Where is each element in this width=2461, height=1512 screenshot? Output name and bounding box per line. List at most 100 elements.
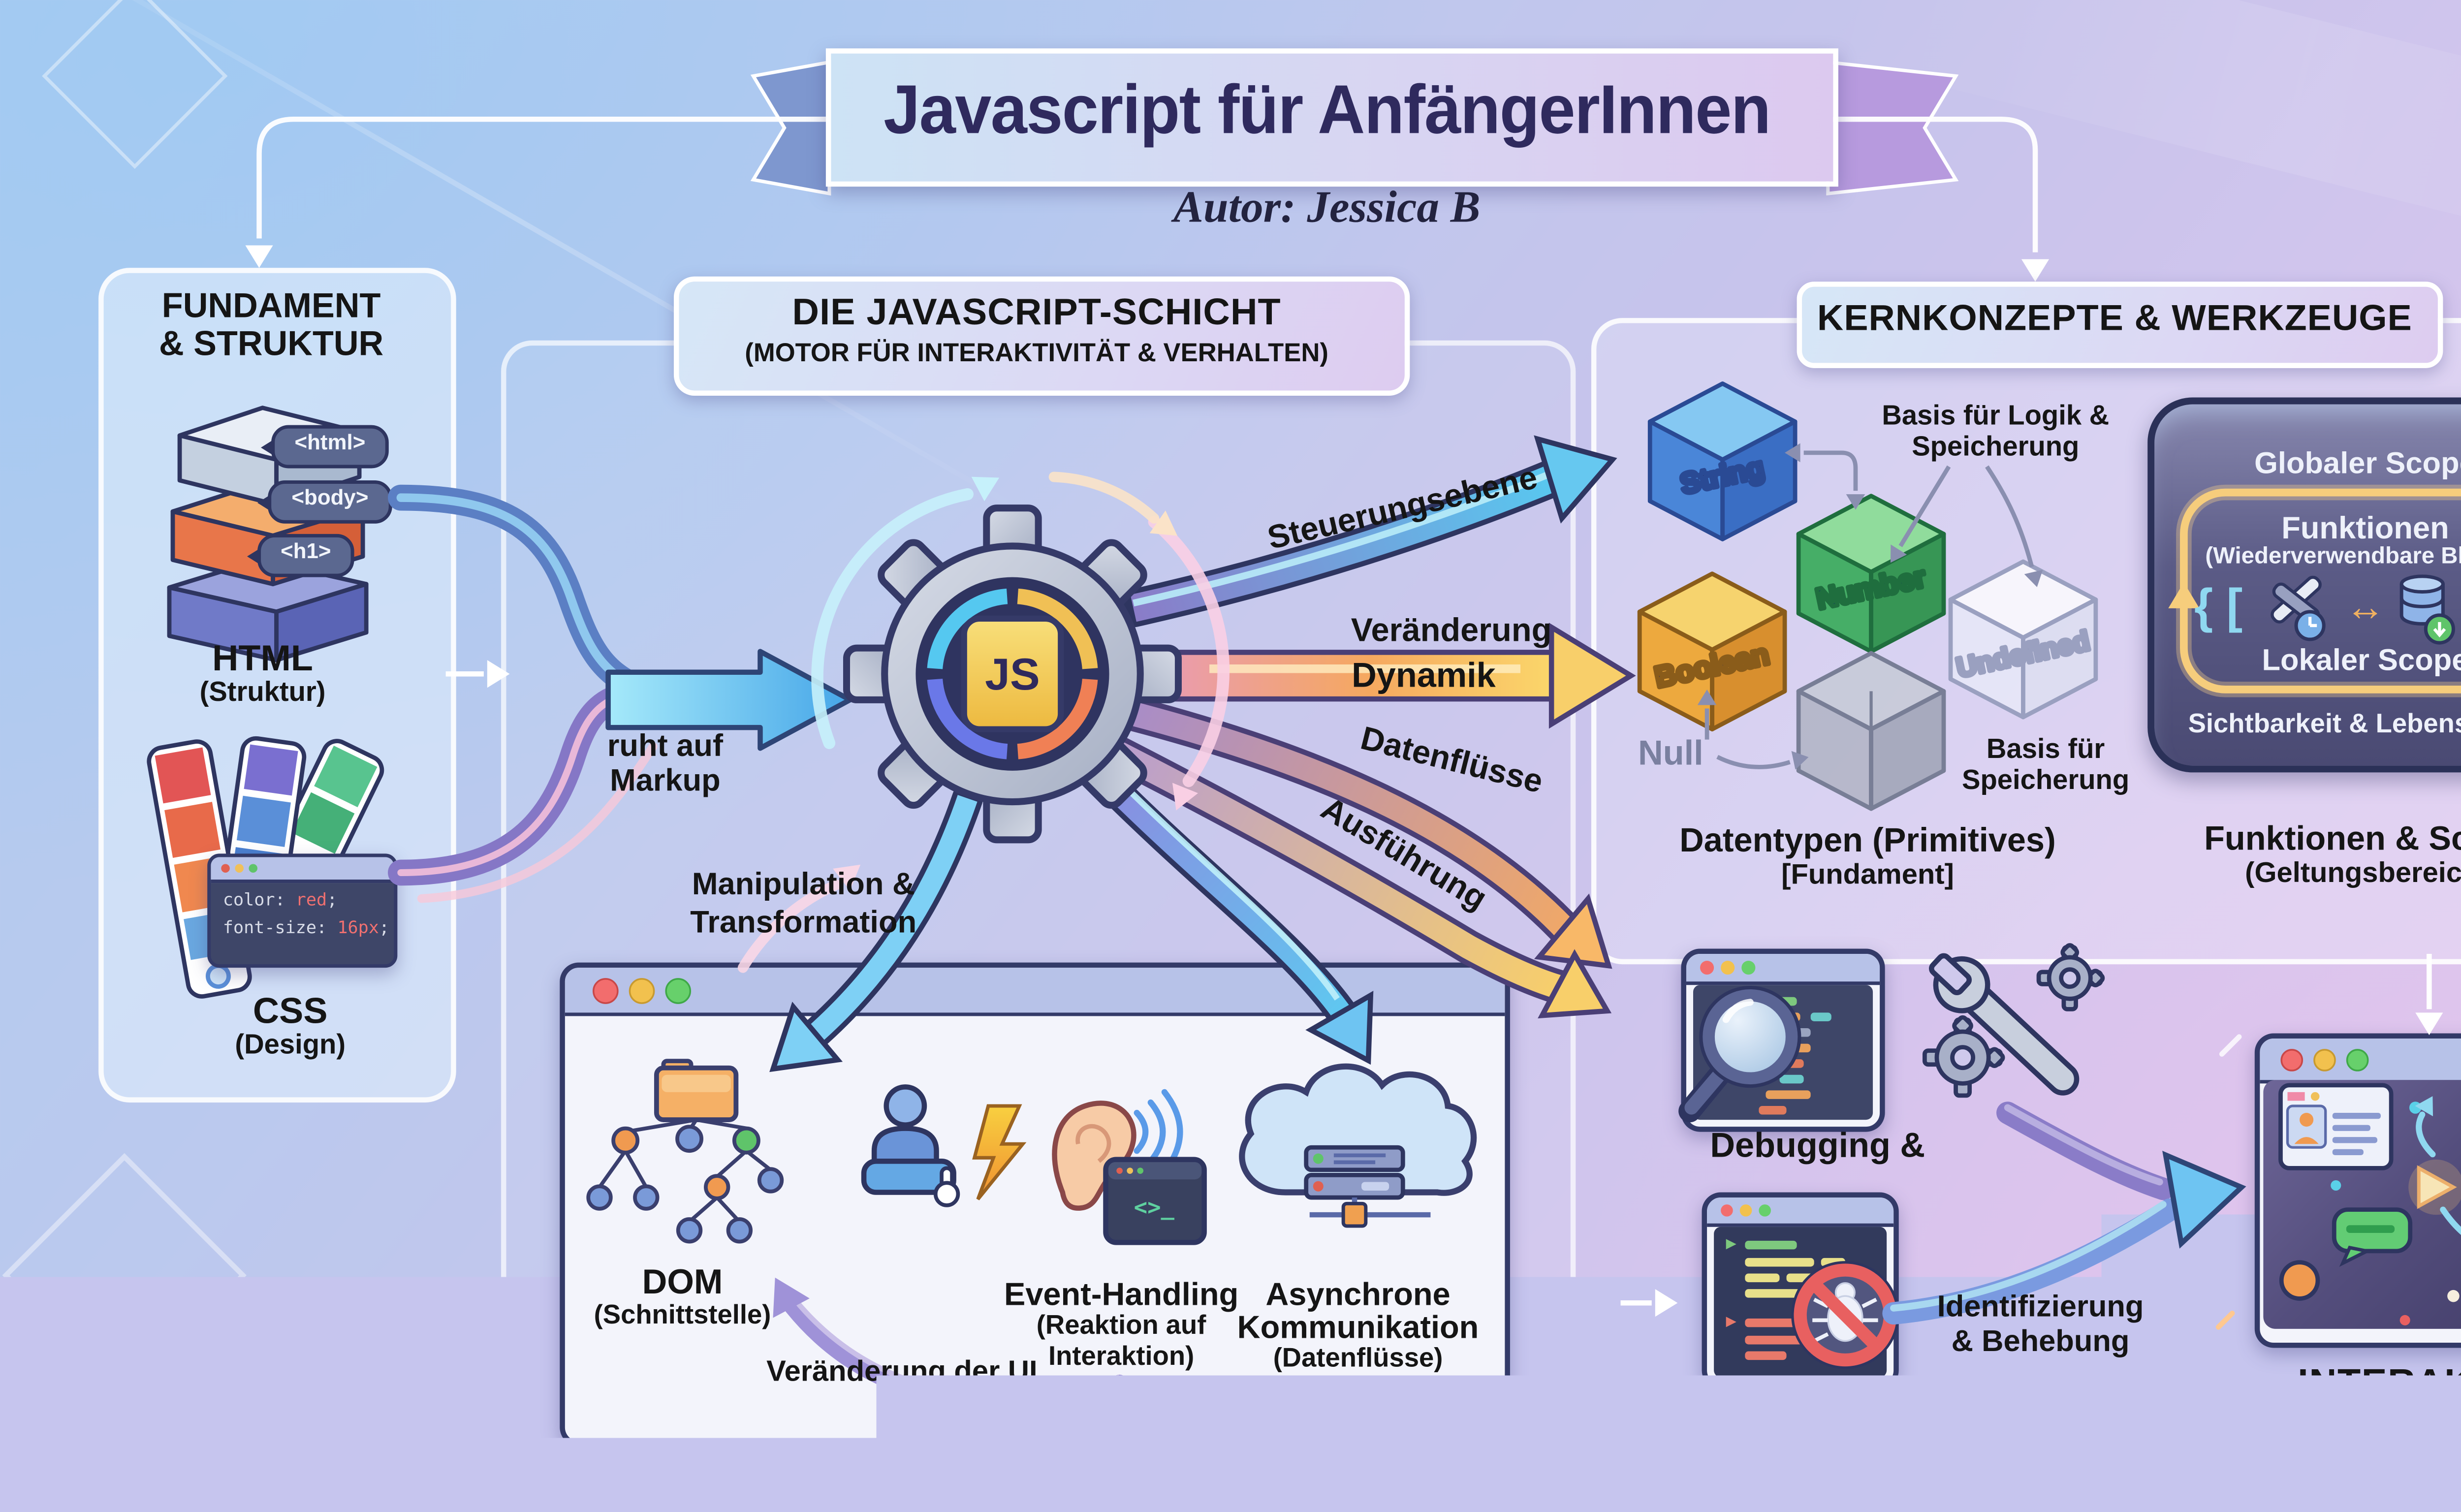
label-async-2: Kommunikation	[1237, 1310, 1479, 1344]
red-dot-icon	[2280, 1049, 2303, 1071]
css-sublabel: (Design)	[235, 1033, 346, 1062]
label-manipulation-1: Manipulation &	[692, 868, 915, 901]
label-manipulation-2: Transformation	[690, 907, 916, 939]
css-code-titlebar	[211, 857, 394, 883]
label-dom: DOM	[642, 1266, 723, 1302]
tag-h1: <h1>	[257, 534, 354, 577]
code-line	[1745, 1289, 1800, 1297]
note-logik-2: Speicherung	[1912, 435, 2079, 464]
result-titlebar	[2260, 1039, 2461, 1083]
code-line	[1780, 1075, 1804, 1083]
code-line	[1811, 1012, 1831, 1020]
label-event: Event-Handling	[1004, 1278, 1238, 1311]
note-logik-1: Basis für Logik &	[1882, 404, 2109, 433]
debug-window	[1681, 948, 1885, 1132]
code-line	[1745, 1352, 1786, 1359]
yellow-dot-icon	[235, 864, 244, 873]
green-dot-icon	[2346, 1049, 2369, 1071]
label-ruht-1: ruht auf	[607, 730, 723, 763]
js-layer-subtitle: (MOTOR FÜR INTERAKTIVITÄT & VERHALTEN)	[745, 341, 1328, 368]
code-line	[1762, 1028, 1810, 1036]
yellow-dot-icon	[1740, 1204, 1752, 1217]
debug-code-area	[1693, 985, 1873, 1120]
yellow-dot-icon	[2313, 1049, 2336, 1071]
code-line	[1745, 1274, 1779, 1282]
red-dot-icon	[593, 978, 619, 1004]
prompt-icon	[1726, 1317, 1736, 1327]
label-global-scope: Globaler Scope	[2254, 447, 2461, 479]
fundament-title-2: & STRUKTUR	[159, 327, 383, 364]
green-dot-icon	[1759, 1204, 1771, 1217]
fundament-title-1: FUNDAMENT	[162, 289, 381, 326]
label-entwicklertools-sub: (Fehlerbehebung & Analyse)	[1593, 1422, 1990, 1453]
braces-open: { [	[2194, 581, 2242, 632]
css-code: color: red; font-size: 16px;	[223, 888, 389, 944]
label-identifizierung-2: & Behebung	[1952, 1325, 2130, 1357]
green-dot-icon	[665, 978, 691, 1004]
devtools-window	[1702, 1193, 1899, 1389]
css-code-window: color: red; font-size: 16px;	[207, 853, 397, 968]
red-dot-icon	[221, 864, 230, 873]
tag-html: <html>	[271, 425, 389, 469]
page-title: Javascript für AnfängerInnen	[883, 74, 1770, 147]
code-line	[1759, 1106, 1786, 1114]
code-line	[1745, 1319, 1800, 1326]
label-null: Null	[1638, 737, 1704, 773]
label-funktionen-scope: Funktionen & Scope	[2204, 822, 2461, 857]
label-async-sub: (Datenflüsse)	[1273, 1346, 1443, 1374]
code-line	[1766, 1090, 1810, 1098]
label-ui-change: Veränderung der UI	[766, 1356, 1037, 1387]
kern-title: KERNKONZEPTE & WERKZEUGE	[1817, 301, 2412, 339]
yellow-dot-icon	[629, 978, 655, 1004]
prompt-icon	[1726, 1239, 1736, 1249]
label-datentypen-sub: [Fundament]	[1781, 861, 1954, 891]
css-value: red	[296, 892, 327, 911]
label-datentypen: Datentypen (Primitives)	[1679, 824, 2056, 859]
label-dom-sub: (Schnittstelle)	[594, 1303, 771, 1331]
result-window-content	[2263, 1080, 2461, 1329]
label-event-sub1: (Reaktion auf	[1037, 1313, 1206, 1341]
code-line	[1745, 1258, 1814, 1266]
label-funktionen-scope-sub: (Geltungsbereich)	[2245, 859, 2461, 889]
code-line	[1745, 1241, 1797, 1249]
red-dot-icon	[1721, 1204, 1733, 1217]
code-line	[1772, 1059, 1803, 1067]
code-line	[1766, 1012, 1800, 1020]
code-line	[1821, 1258, 1845, 1266]
note-speicherung-2: Speicherung	[1962, 768, 2129, 797]
code-line	[1752, 997, 1797, 1005]
devtools-code-area	[1714, 1227, 1887, 1377]
label-lokaler-scope: Lokaler Scope	[2262, 644, 2461, 676]
html-sublabel: (Struktur)	[200, 680, 326, 709]
label-sichtbarkeit: Sichtbarkeit & Lebensdauer	[2188, 712, 2461, 740]
green-dot-icon	[1741, 961, 1755, 975]
js-layer-title: DIE JAVASCRIPT-SCHICHT	[792, 293, 1281, 332]
html-label: HTML	[212, 641, 313, 679]
label-async-1: Asynchrone	[1265, 1278, 1450, 1311]
code-line	[1769, 1044, 1810, 1052]
code-line	[1787, 1274, 1828, 1282]
label-funktionen-sub: (Wiederverwendbare Blöcke)	[2205, 544, 2461, 569]
green-dot-icon	[249, 864, 257, 873]
note-speicherung-1: Basis für	[1987, 737, 2105, 766]
scope-exchange-arrow: ↔	[2345, 586, 2385, 628]
browser-titlebar	[565, 968, 1505, 1016]
css-prop: font-size:	[223, 919, 327, 939]
label-veraenderung: Veränderung	[1351, 615, 1552, 650]
css-value: 16px	[337, 919, 379, 939]
label-identifizierung-1: Identifizierung	[1937, 1291, 2144, 1323]
debug-titlebar	[1686, 954, 1880, 985]
label-entwicklertools: Entwicklertools	[1664, 1386, 1920, 1423]
label-interaktive: INTERAKTIVE	[2298, 1362, 2461, 1402]
label-ruht-2: Markup	[610, 765, 721, 797]
tag-body: <body>	[268, 480, 392, 524]
label-anwendung: ANWENDUNG	[2298, 1404, 2461, 1444]
code-line	[1745, 1336, 1814, 1344]
yellow-dot-icon	[1721, 961, 1735, 975]
css-semicolon: ;	[327, 892, 337, 911]
label-event-sub2: Interaktion)	[1048, 1344, 1194, 1372]
css-semicolon: ;	[379, 919, 389, 939]
label-dynamik: Dynamik	[1352, 659, 1496, 695]
devtools-titlebar	[1707, 1197, 1893, 1227]
red-dot-icon	[1700, 961, 1714, 975]
